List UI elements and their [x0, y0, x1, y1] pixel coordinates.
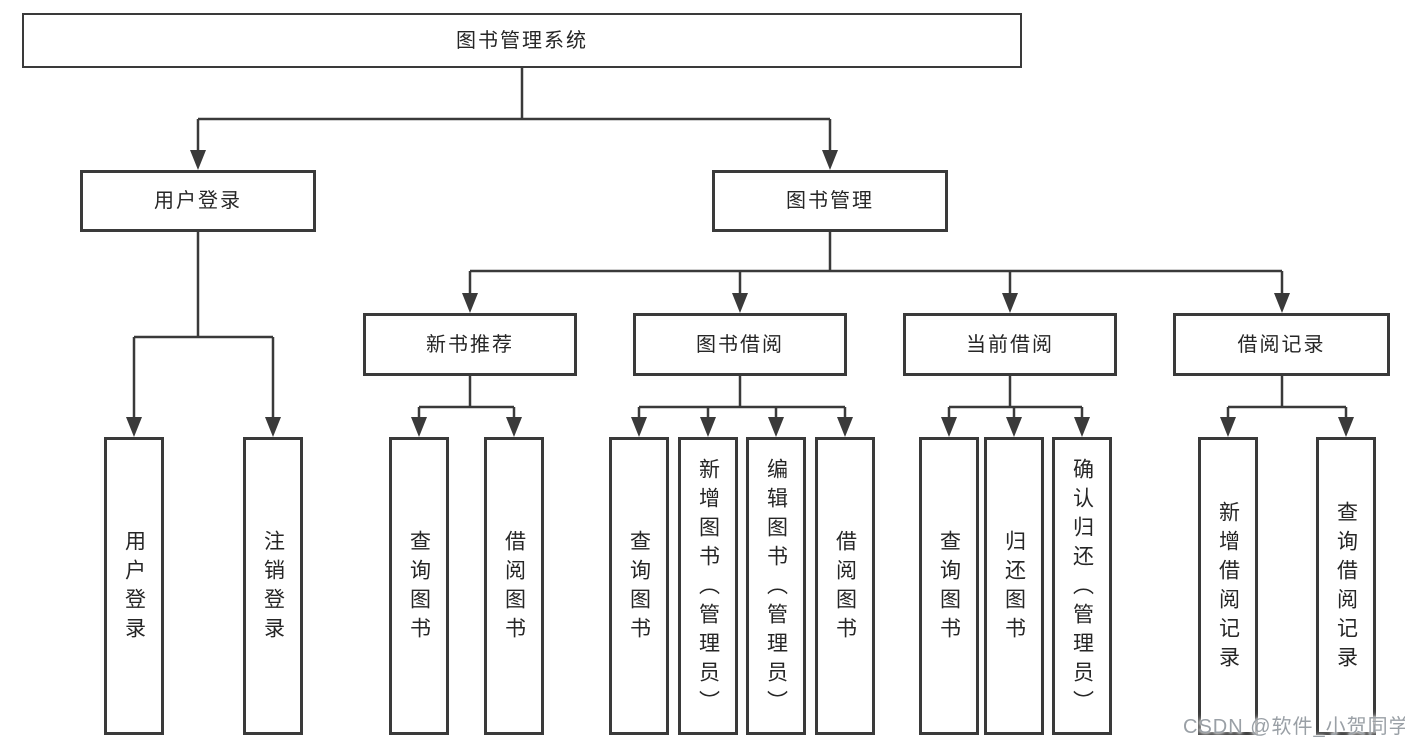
node-user-login: 用户登录	[80, 170, 316, 232]
leaf-logout: 注销登录	[243, 437, 303, 735]
node-label: 借阅图书	[833, 530, 857, 646]
arrow-down-icon	[941, 417, 957, 437]
arrow-down-icon	[1002, 293, 1018, 313]
node-library-management-system: 图书管理系统	[22, 13, 1022, 68]
node-book-borrowing: 图书借阅	[633, 313, 847, 376]
node-label: 注销登录	[261, 530, 285, 646]
node-label: 借阅记录	[1237, 333, 1326, 356]
node-new-book-recommend: 新书推荐	[363, 313, 577, 376]
edge-borrow-record-to-leaves	[1226, 376, 1348, 420]
edge-book-borrow-to-leaves	[637, 376, 847, 420]
leaf-current-query-books: 查询图书	[919, 437, 979, 735]
arrow-down-icon	[700, 417, 716, 437]
node-label: 图书管理系统	[456, 29, 588, 52]
edge-root-to-level2	[196, 68, 832, 153]
node-label: 新增借阅记录	[1216, 501, 1240, 675]
leaf-borrowing-add-books-admin: 新增图书（管理员）	[678, 437, 738, 735]
leaf-borrowing-query-books: 查询图书	[609, 437, 669, 735]
leaf-newbook-query-books: 查询图书	[389, 437, 449, 735]
node-label: 新书推荐	[426, 333, 514, 356]
arrow-down-icon	[190, 150, 206, 170]
leaf-newbook-borrow-books: 借阅图书	[484, 437, 544, 735]
node-book-management: 图书管理	[712, 170, 948, 232]
arrow-down-icon	[1274, 293, 1290, 313]
arrow-down-icon	[265, 417, 281, 437]
arrow-down-icon	[837, 417, 853, 437]
node-borrowing-records: 借阅记录	[1173, 313, 1390, 376]
leaf-records-add-borrow-record: 新增借阅记录	[1198, 437, 1258, 735]
arrow-down-icon	[411, 417, 427, 437]
arrow-down-icon	[1006, 417, 1022, 437]
edge-user-login-to-leaves	[132, 232, 275, 420]
node-label: 当前借阅	[966, 333, 1054, 356]
leaf-borrowing-edit-books-admin: 编辑图书（管理员）	[746, 437, 806, 735]
node-label: 归还图书	[1002, 530, 1026, 646]
arrow-down-icon	[822, 150, 838, 170]
node-label: 查询图书	[937, 530, 961, 646]
leaf-current-confirm-return-admin: 确认归还（管理员）	[1052, 437, 1112, 735]
node-label: 查询图书	[407, 530, 431, 646]
arrow-down-icon	[631, 417, 647, 437]
node-label: 借阅图书	[502, 530, 526, 646]
node-label: 新增图书（管理员）	[696, 457, 720, 719]
leaf-user-login: 用户登录	[104, 437, 164, 735]
edge-new-book-to-leaves	[417, 376, 516, 420]
node-label: 编辑图书（管理员）	[764, 457, 788, 719]
arrow-down-icon	[506, 417, 522, 437]
arrow-down-icon	[1220, 417, 1236, 437]
node-current-borrowing: 当前借阅	[903, 313, 1117, 376]
arrow-down-icon	[732, 293, 748, 313]
leaf-current-return-books: 归还图书	[984, 437, 1044, 735]
arrow-down-icon	[126, 417, 142, 437]
edge-book-mgmt-to-level3	[468, 232, 1284, 296]
leaf-borrowing-borrow-books: 借阅图书	[815, 437, 875, 735]
edge-current-borrow-to-leaves	[947, 376, 1084, 420]
arrow-down-icon	[1338, 417, 1354, 437]
node-label: 查询借阅记录	[1334, 501, 1358, 675]
arrow-down-icon	[462, 293, 478, 313]
leaf-records-query-borrow-record: 查询借阅记录	[1316, 437, 1376, 735]
node-label: 确认归还（管理员）	[1070, 457, 1094, 719]
node-label: 查询图书	[627, 530, 651, 646]
node-label: 用户登录	[122, 530, 146, 646]
arrowheads	[126, 150, 1354, 437]
node-label: 图书借阅	[696, 333, 784, 356]
arrow-down-icon	[1074, 417, 1090, 437]
watermark-csdn: CSDN @软件_小贺同学	[1183, 716, 1405, 738]
node-label: 图书管理	[786, 190, 874, 212]
node-label: 用户登录	[154, 190, 242, 212]
arrow-down-icon	[768, 417, 784, 437]
